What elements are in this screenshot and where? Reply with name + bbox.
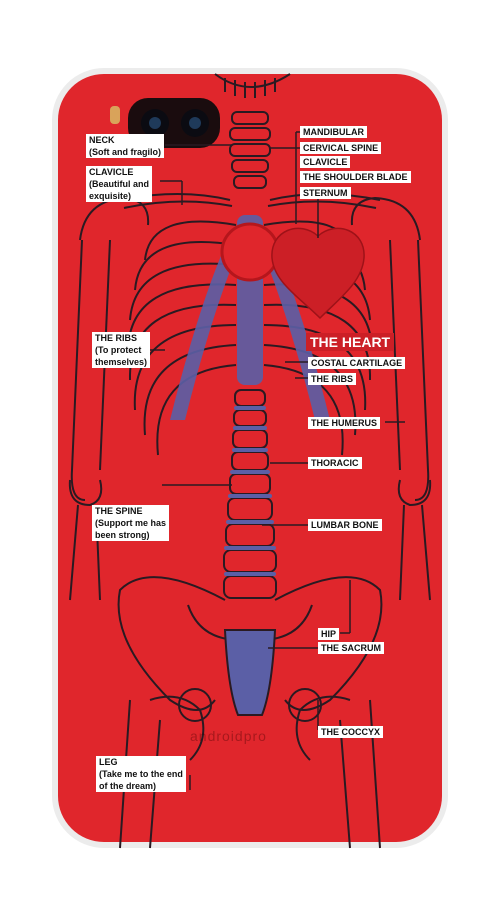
label-shoulder-blade: THE SHOULDER BLADE: [300, 171, 411, 183]
label-neck: NECK (Soft and fragilo): [86, 134, 164, 158]
sacrum-shape: [223, 629, 277, 716]
label-the-spine: THE SPINE (Support me has been strong): [92, 505, 170, 541]
leader-lines: [150, 131, 405, 790]
pelvis-icon: [117, 576, 383, 849]
label-lumbar-bone: LUMBAR BONE: [308, 519, 382, 531]
label-clavicle-right: CLAVICLE: [300, 156, 351, 168]
label-cervical-spine: CERVICAL SPINE: [300, 142, 382, 154]
fingerprint-sensor-icon: [220, 222, 280, 282]
label-costal-cartilage: COSTAL CARTILAGE: [308, 357, 406, 369]
label-the-ribs-right: THE RIBS: [308, 373, 357, 385]
label-the-sacrum: THE SACRUM: [318, 642, 384, 654]
label-thoracic: THORACIC: [308, 457, 362, 469]
label-the-ribs-left: THE RIBS (To protect themselves): [92, 332, 151, 368]
label-sternum: STERNUM: [300, 187, 351, 199]
spine-discs: [224, 406, 276, 576]
watermark-text: androidpro: [190, 728, 267, 744]
label-mandibular: MANDIBULAR: [300, 126, 367, 138]
label-clavicle-left: CLAVICLE (Beautiful and exquisite): [86, 166, 152, 202]
label-hip: HIP: [318, 628, 340, 640]
label-leg: LEG (Take me to the end of the dream): [96, 756, 186, 792]
label-the-coccyx: THE COCCYX: [318, 726, 384, 738]
heart-icon: [271, 227, 365, 320]
label-the-heart: THE HEART: [306, 333, 395, 351]
label-the-humerus: THE HUMERUS: [308, 417, 381, 429]
